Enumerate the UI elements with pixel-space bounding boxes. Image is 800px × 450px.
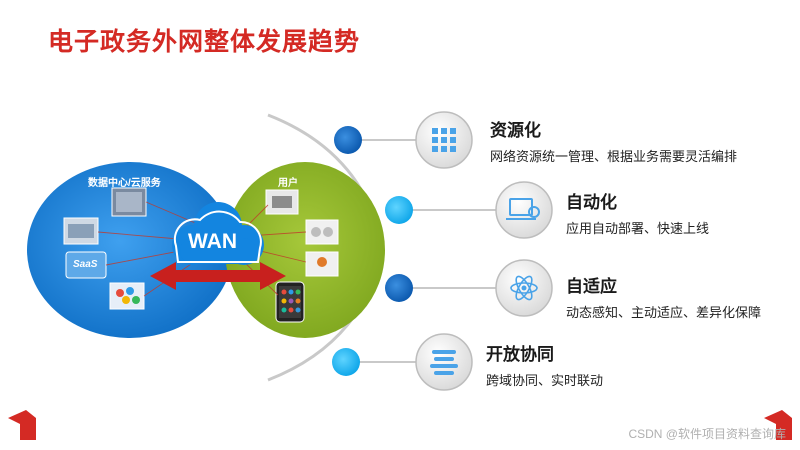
wan-label: WAN <box>188 230 237 254</box>
feature-title-adaptive: 自适应 <box>566 272 617 297</box>
feature-title-collaboration: 开放协同 <box>486 340 554 365</box>
watermark: CSDN @软件项目资料查询库 <box>628 425 786 442</box>
node-dot-2 <box>385 196 413 224</box>
feature-title-resource: 资源化 <box>490 116 541 141</box>
feature-title-automation: 自动化 <box>566 188 617 213</box>
feature-desc-automation: 应用自动部署、快速上线 <box>566 218 709 237</box>
users-label: 用户 <box>278 174 298 189</box>
apps-image <box>110 283 144 309</box>
saas-label: SaaS <box>73 259 97 270</box>
laptop-settings-icon <box>496 182 552 238</box>
node-dot-1 <box>334 126 362 154</box>
people-image <box>306 220 338 244</box>
feature-desc-collaboration: 跨域协同、实时联动 <box>486 370 603 389</box>
node-dot-3 <box>385 274 413 302</box>
feature-desc-adaptive: 动态感知、主动适应、差异化保障 <box>566 302 761 321</box>
feature-desc-resource: 网络资源统一管理、根据业务需要灵活编排 <box>490 146 737 165</box>
atom-icon <box>496 260 552 316</box>
node-dot-4 <box>332 348 360 376</box>
datacenter-label: 数据中心/云服务 <box>88 174 161 189</box>
stack-icon <box>416 334 472 390</box>
grid-icon <box>416 112 472 168</box>
